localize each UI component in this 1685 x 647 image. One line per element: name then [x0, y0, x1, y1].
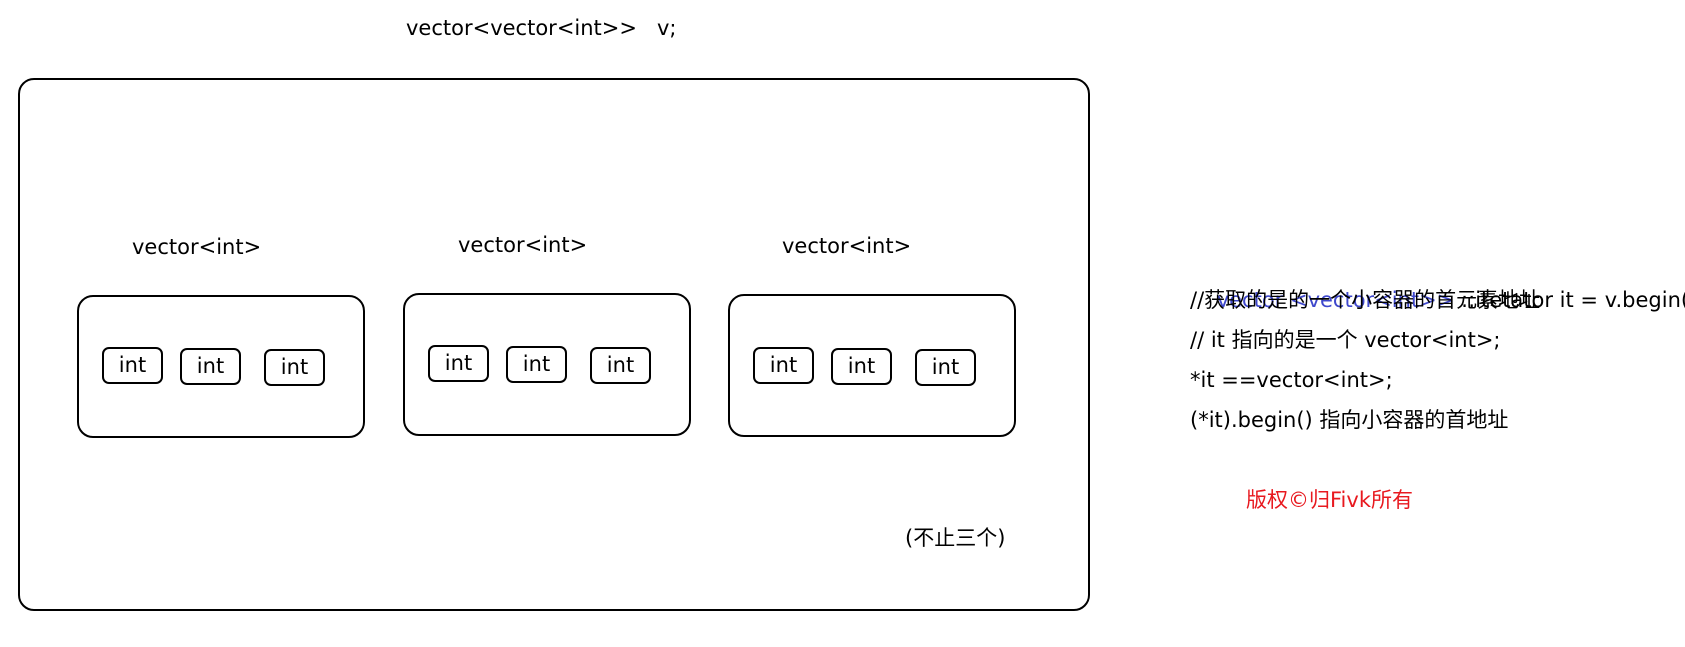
- int-cell: int: [753, 347, 814, 384]
- int-cell: int: [915, 349, 976, 386]
- more-than-three-note: (不止三个): [905, 526, 1006, 550]
- inner-vector-box-2: int int int: [403, 293, 691, 436]
- code-line-1: vector <vector<int>> ::itetator it = v.b…: [1190, 240, 1685, 312]
- diagram-title: vector<vector<int>> v;: [406, 16, 677, 40]
- code-line-4: *it ==vector<int>;: [1190, 368, 1393, 392]
- inner-vector-box-3: int int int: [728, 294, 1016, 437]
- outer-vector-box: [18, 78, 1090, 611]
- int-cell: int: [264, 349, 325, 386]
- code-line-3: // it 指向的是一个 vector<int>;: [1190, 328, 1501, 352]
- inner-vector-label-2: vector<int>: [458, 233, 588, 257]
- copyright-text: 版权©归Fivk所有: [1246, 488, 1413, 512]
- int-cell: int: [506, 346, 567, 383]
- inner-vector-label-3: vector<int>: [782, 234, 912, 258]
- iterator-declaration: ::itetator it = v.begin();: [1461, 288, 1685, 312]
- int-cell: int: [428, 345, 489, 382]
- code-line-2: //获取的是的一个小容器的首元素地址: [1190, 288, 1541, 312]
- code-line-5: (*it).begin() 指向小容器的首地址: [1190, 408, 1509, 432]
- iterator-type: vector <vector<int>>: [1216, 288, 1462, 312]
- int-cell: int: [102, 347, 163, 384]
- code-explanation: vector <vector<int>> ::itetator it = v.b…: [1190, 240, 1685, 440]
- inner-vector-box-1: int int int: [77, 295, 365, 438]
- int-cell: int: [590, 347, 651, 384]
- int-cell: int: [180, 348, 241, 385]
- inner-vector-label-1: vector<int>: [132, 235, 262, 259]
- int-cell: int: [831, 348, 892, 385]
